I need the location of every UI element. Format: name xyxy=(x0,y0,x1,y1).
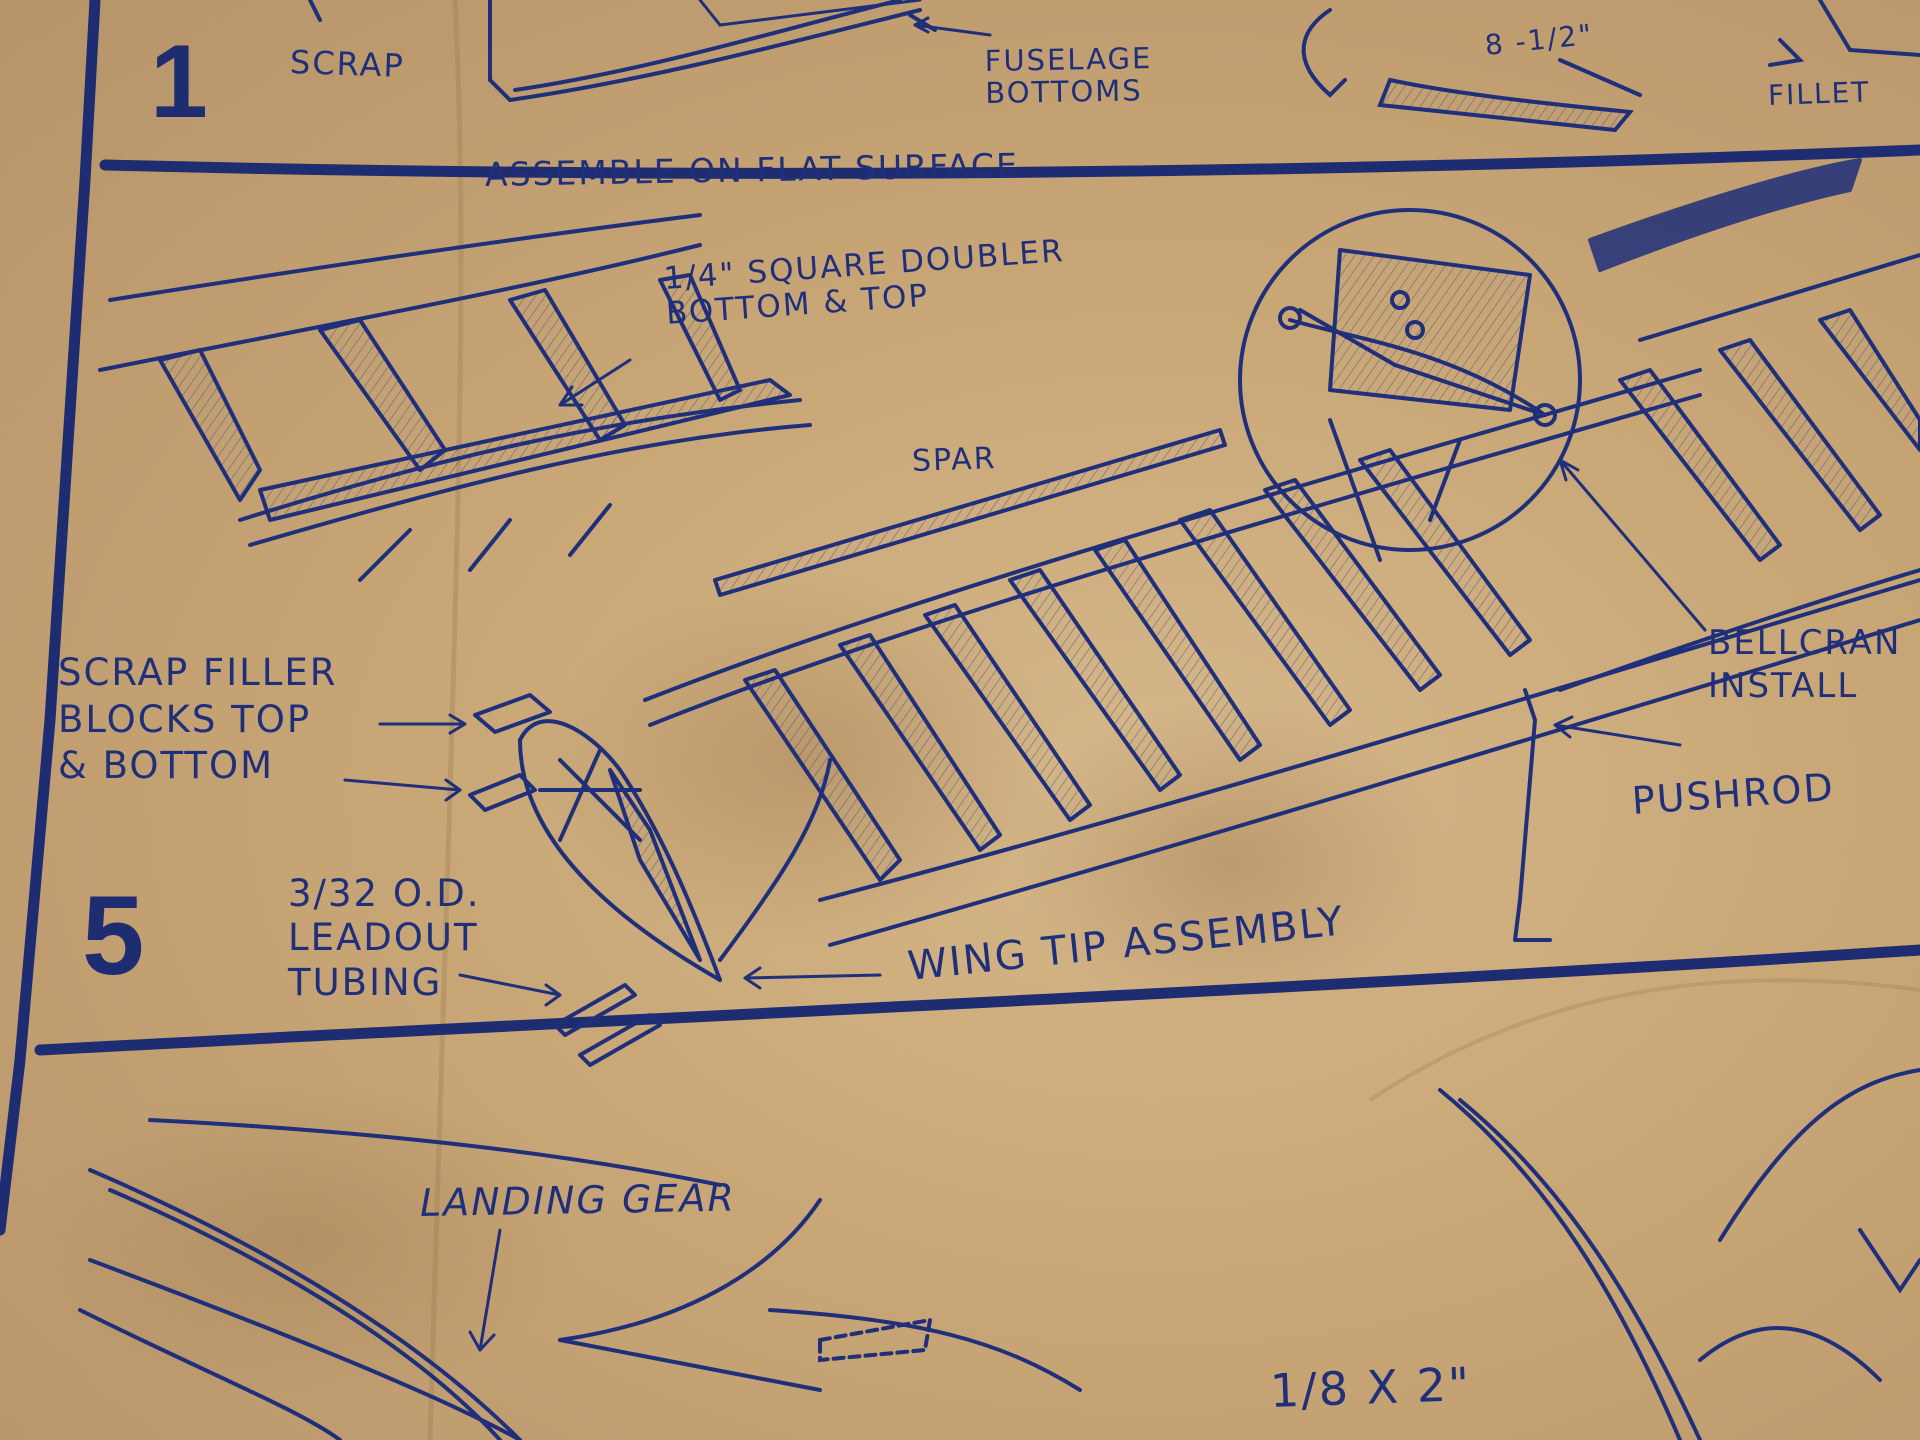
leadout-tubing-label: 3/32 O.D. LEADOUT TUBING xyxy=(288,872,481,1004)
fillet-label: FILLET xyxy=(1767,75,1871,112)
panel-borders xyxy=(0,0,1920,1236)
wing-structure xyxy=(98,16,1920,1067)
step1-sketches xyxy=(308,0,1920,133)
filler-blocks-label: SCRAP FILLER BLOCKS TOP & BOTTOM xyxy=(58,651,338,788)
scrap-label: SCRAP xyxy=(289,43,406,85)
fuselage-bottoms-label: FUSELAGE BOTTOMS xyxy=(984,41,1153,111)
landing-gear-sketches xyxy=(78,1068,1920,1440)
step-number-5: 5 xyxy=(82,873,145,998)
bellcrank-label: BELLCRAN INSTALL xyxy=(1708,623,1902,706)
spar-label: SPAR xyxy=(911,441,998,479)
size-label: 1/8 X 2" xyxy=(1269,1356,1473,1418)
landing-gear-label: LANDING GEAR xyxy=(419,1175,737,1225)
step-number-1: 1 xyxy=(150,24,208,140)
